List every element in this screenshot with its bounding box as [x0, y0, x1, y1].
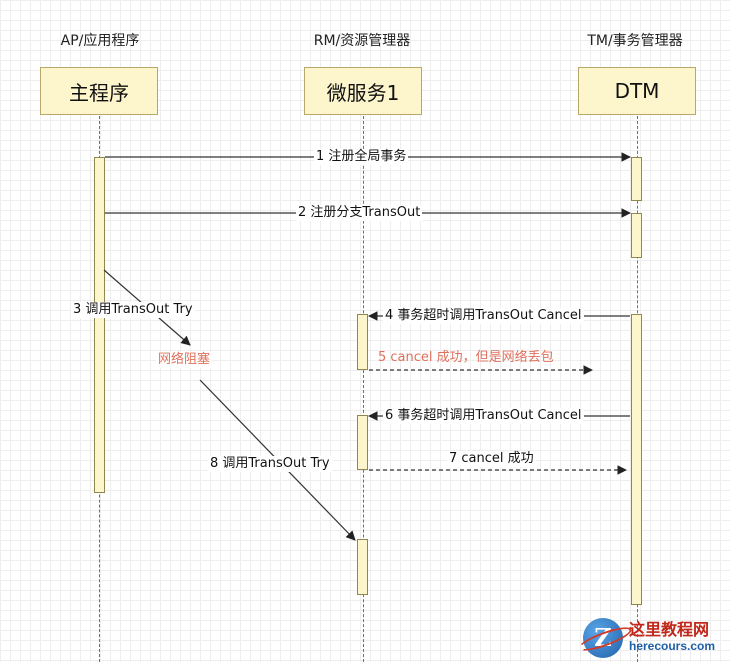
- activation-dtm-3: [631, 314, 642, 605]
- message-7-label: 7 cancel 成功: [447, 451, 536, 467]
- participant-main-program: 主程序: [40, 67, 158, 115]
- activation-main-program: [94, 157, 105, 493]
- message-5-label: 5 cancel 成功，但是网络丢包: [378, 350, 554, 365]
- message-4-label: 4 事务超时调用TransOut Cancel: [383, 308, 584, 324]
- network-blocked-note: 网络阻塞: [156, 352, 213, 368]
- watermark-logo-icon: Z: [583, 617, 623, 658]
- message-3-label: 3 调用TransOut Try: [71, 302, 195, 318]
- watermark-title: 这里教程网: [629, 619, 710, 639]
- message-1-label: 1 注册全局事务: [314, 149, 409, 165]
- message-6-label: 6 事务超时调用TransOut Cancel: [383, 408, 584, 424]
- watermark: Z 这里教程网 herecours.com: [583, 615, 728, 660]
- message-2-label: 2 注册分支TransOut: [296, 205, 423, 221]
- watermark-subtitle: herecours.com: [629, 638, 716, 653]
- role-label-ap: AP/应用程序: [60, 33, 140, 49]
- activation-dtm-2: [631, 213, 642, 258]
- activation-microservice-2: [357, 415, 368, 470]
- activation-microservice-3: [357, 539, 368, 595]
- role-label-rm: RM/资源管理器: [313, 33, 411, 49]
- participant-dtm: DTM: [578, 67, 696, 115]
- role-label-tm: TM/事务管理器: [587, 33, 683, 49]
- message-8-label: 8 调用TransOut Try: [208, 456, 332, 472]
- activation-dtm-1: [631, 157, 642, 201]
- participant-microservice-1: 微服务1: [304, 67, 422, 115]
- lifeline-microservice-1: [363, 116, 364, 662]
- activation-microservice-1: [357, 314, 368, 370]
